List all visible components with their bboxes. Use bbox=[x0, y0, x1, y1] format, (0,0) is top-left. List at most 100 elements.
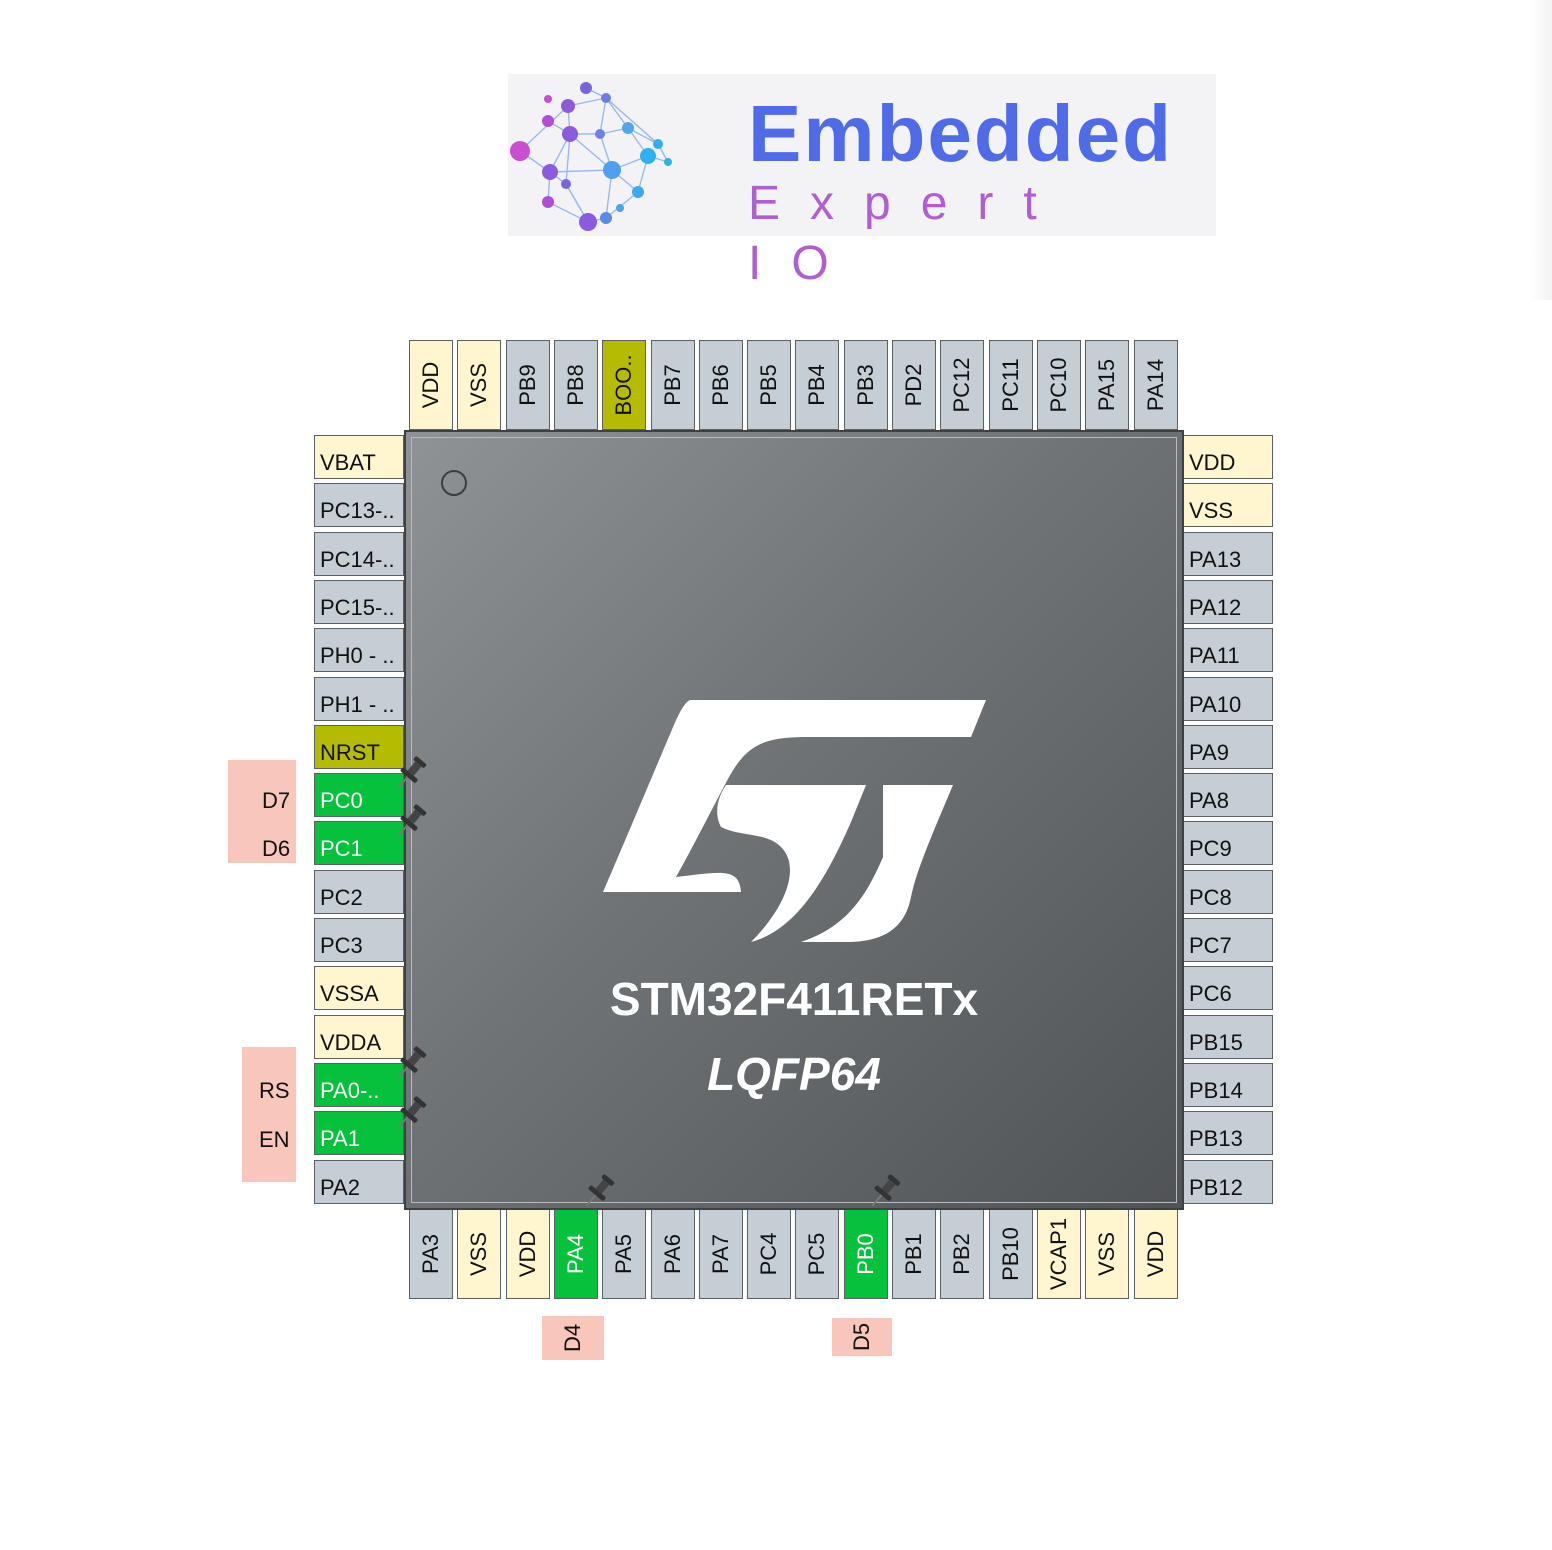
pin-top-pb4[interactable]: PB4 bbox=[795, 340, 840, 430]
pin-left-pc15[interactable]: PC15-.. bbox=[314, 579, 404, 624]
pin-top-label: PD2 bbox=[901, 363, 926, 407]
pin-right-pb14[interactable]: PB14 bbox=[1183, 1062, 1273, 1107]
network-brain-icon bbox=[510, 82, 672, 231]
pin-top-pc11[interactable]: PC11 bbox=[988, 340, 1033, 430]
pin-top-pa15[interactable]: PA15 bbox=[1085, 340, 1130, 430]
pin-bottom-pb0[interactable]: PB0 bbox=[843, 1209, 888, 1299]
pin-right-pa12[interactable]: PA12 bbox=[1183, 579, 1273, 624]
pin-left-pc3[interactable]: PC3 bbox=[314, 918, 404, 962]
pin-label-pa1[interactable]: EN bbox=[259, 1127, 290, 1152]
pushpin-icon bbox=[397, 1096, 427, 1129]
pin-top-pb9[interactable]: PB9 bbox=[505, 340, 550, 430]
pin-right-pc8[interactable]: PC8 bbox=[1183, 869, 1273, 914]
pin-label-pa4[interactable]: D4 bbox=[560, 1323, 586, 1352]
pin-left-pc13[interactable]: PC13-.. bbox=[314, 483, 404, 528]
pin-top-pc12[interactable]: PC12 bbox=[940, 340, 985, 430]
pin-left-nrst[interactable]: NRST bbox=[314, 724, 404, 769]
mcu-chip-body[interactable]: STM32F411RETx LQFP64 bbox=[404, 430, 1184, 1210]
pin-top-label: VSS bbox=[466, 362, 492, 408]
pin-right-pb13[interactable]: PB13 bbox=[1183, 1111, 1273, 1156]
pin-top-pd2[interactable]: PD2 bbox=[892, 340, 936, 430]
right-edge-shade bbox=[1530, 0, 1552, 300]
pin-bottom-pa3[interactable]: PA3 bbox=[409, 1209, 453, 1299]
pin-bottom-label: PC4 bbox=[756, 1232, 782, 1276]
pin-top-pb5[interactable]: PB5 bbox=[747, 340, 792, 430]
pin-bottom-pb1[interactable]: PB1 bbox=[892, 1209, 936, 1299]
pin-right-vss[interactable]: VSS bbox=[1183, 483, 1273, 528]
pin-bottom-vdd[interactable]: VDD bbox=[505, 1209, 550, 1299]
pin-label-pc1[interactable]: D6 bbox=[262, 836, 291, 861]
pin-label-pa0[interactable]: RS bbox=[259, 1078, 290, 1103]
pin-right-pb12[interactable]: PB12 bbox=[1183, 1159, 1273, 1204]
pin-right-pa11[interactable]: PA11 bbox=[1183, 628, 1273, 673]
pin-label-pa4-text: D4 bbox=[560, 1323, 585, 1352]
pin-right-vdd[interactable]: VDD bbox=[1183, 435, 1273, 479]
pin-label-pb0[interactable]: D5 bbox=[849, 1323, 875, 1351]
pin-right-pa10[interactable]: PA10 bbox=[1183, 676, 1273, 721]
pin-bottom-label: VSS bbox=[466, 1231, 492, 1277]
pin-left-pc14[interactable]: PC14-.. bbox=[314, 531, 404, 576]
pin-bottom-pc4[interactable]: PC4 bbox=[747, 1209, 792, 1299]
pin-bottom-label: PA7 bbox=[707, 1234, 733, 1274]
pin-left-vssa[interactable]: VSSA bbox=[314, 966, 404, 1011]
pin-right-pa9[interactable]: PA9 bbox=[1183, 724, 1273, 769]
pin-right-pa8[interactable]: PA8 bbox=[1183, 773, 1273, 818]
pin-bottom-pb10[interactable]: PB10 bbox=[988, 1209, 1033, 1299]
pin-left-pc1[interactable]: PC1 bbox=[314, 821, 404, 866]
pin-top-label: PB8 bbox=[562, 364, 588, 406]
pin-top-label: PB7 bbox=[659, 364, 685, 406]
pin-bottom-label: VDD bbox=[1142, 1230, 1168, 1278]
pin-left-pc2[interactable]: PC2 bbox=[314, 869, 404, 914]
pin-bottom-pa5[interactable]: PA5 bbox=[602, 1209, 647, 1299]
label-box-pb0 bbox=[832, 1318, 892, 1356]
pin-top-pb8[interactable]: PB8 bbox=[553, 340, 598, 430]
pin-right-pc9[interactable]: PC9 bbox=[1183, 821, 1273, 866]
label-box-pa0-pa1 bbox=[242, 1047, 296, 1182]
pin-right-pb15[interactable]: PB15 bbox=[1183, 1014, 1273, 1059]
pin-left-ph1[interactable]: PH1 - .. bbox=[314, 676, 404, 721]
pin-label-pc0[interactable]: D7 bbox=[262, 788, 291, 813]
label-box-pc0-pc1 bbox=[228, 760, 296, 863]
pin-bottom-label: PC5 bbox=[804, 1232, 830, 1276]
pin-right-pc7[interactable]: PC7 bbox=[1183, 918, 1273, 962]
pin-left-vdda[interactable]: VDDA bbox=[314, 1014, 404, 1059]
pin-bottom-vdd[interactable]: VDD bbox=[1133, 1209, 1178, 1299]
pin-top-boo[interactable]: BOO.. bbox=[602, 340, 647, 430]
pin-bottom-label: PA3 bbox=[418, 1234, 443, 1274]
pin-top-pb3[interactable]: PB3 bbox=[843, 340, 888, 430]
pin-top-pc10[interactable]: PC10 bbox=[1036, 340, 1081, 430]
pin-bottom-pa6[interactable]: PA6 bbox=[650, 1209, 695, 1299]
pin-left-pa0[interactable]: PA0-.. bbox=[314, 1062, 404, 1107]
pin-top-label: VDD bbox=[418, 361, 443, 409]
pin-top-pb7[interactable]: PB7 bbox=[650, 340, 695, 430]
pin-bottom-vss[interactable]: VSS bbox=[1085, 1209, 1130, 1299]
pin-left-ph0[interactable]: PH0 - .. bbox=[314, 628, 404, 673]
pin-top-label: PC11 bbox=[997, 358, 1023, 412]
pin-bottom-pc5[interactable]: PC5 bbox=[795, 1209, 840, 1299]
embedded-expert-io-logo: Embedded Expert IO bbox=[508, 74, 1216, 290]
pin-top-label: PA14 bbox=[1142, 358, 1168, 412]
pin-right-pa13[interactable]: PA13 bbox=[1183, 531, 1273, 576]
pin-top-pa14[interactable]: PA14 bbox=[1133, 340, 1178, 430]
pin-top-label: PC10 bbox=[1045, 357, 1071, 413]
pin-left-pa2[interactable]: PA2 bbox=[314, 1159, 404, 1204]
pin-top-label: PB9 bbox=[514, 364, 540, 406]
pin-top-label: PA15 bbox=[1094, 358, 1120, 412]
pin-left-vbat[interactable]: VBAT bbox=[314, 435, 404, 479]
pin-right-pc6[interactable]: PC6 bbox=[1183, 966, 1273, 1011]
pin-left-pc0[interactable]: PC0 bbox=[314, 773, 404, 818]
chip-package: LQFP64 bbox=[707, 1048, 881, 1100]
pin-left-pa1[interactable]: PA1 bbox=[314, 1111, 404, 1156]
pin-bottom-pa7[interactable]: PA7 bbox=[698, 1209, 743, 1299]
pin-top-label: PC12 bbox=[949, 357, 975, 413]
pin-top-pb6[interactable]: PB6 bbox=[698, 340, 743, 430]
pin-bottom-vcap1[interactable]: VCAP1 bbox=[1036, 1209, 1081, 1299]
pin-top-vdd[interactable]: VDD bbox=[409, 340, 453, 430]
pin-bottom-label: PB2 bbox=[949, 1233, 975, 1275]
pin-bottom-label: PB1 bbox=[901, 1233, 926, 1275]
pin-bottom-pb2[interactable]: PB2 bbox=[940, 1209, 985, 1299]
pin-bottom-label: PB0 bbox=[852, 1233, 878, 1275]
pin-top-vss[interactable]: VSS bbox=[457, 340, 502, 430]
pin-bottom-pa4[interactable]: PA4 bbox=[553, 1209, 598, 1299]
pin-bottom-vss[interactable]: VSS bbox=[457, 1209, 502, 1299]
